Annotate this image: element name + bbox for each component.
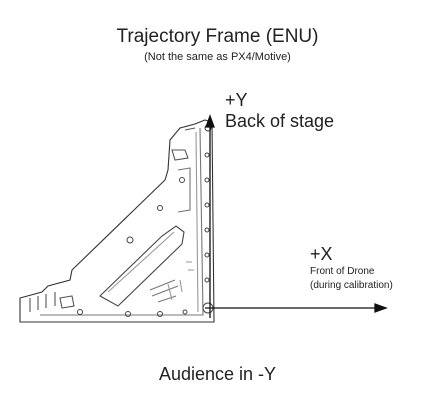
x-axis-label: +X [310,244,333,264]
x-axis-arrow [205,303,388,313]
y-axis-label: +Y [225,90,248,110]
y-axis-description: Back of stage [225,111,335,131]
x-axis-description-line1: Front of Drone [310,266,375,277]
diagram-subtitle: (Not the same as PX4/Motive) [144,51,291,63]
calibration-square-tool-image [19,119,215,323]
diagram-title: Trajectory Frame (ENU) [116,26,319,47]
tool-holes [77,124,214,317]
x-axis-description-line2: (during calibration) [310,280,393,291]
audience-label: Audience in -Y [158,364,277,384]
y-axis-arrow [205,114,215,318]
